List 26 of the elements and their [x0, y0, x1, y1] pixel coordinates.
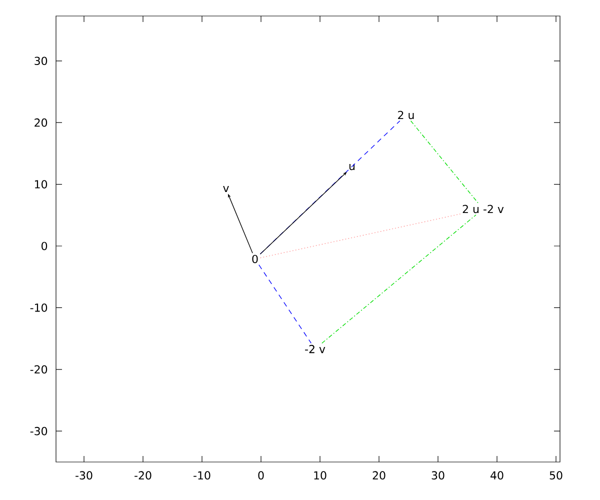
connector-line: [322, 214, 476, 344]
point-label: u: [349, 164, 354, 170]
tick-label: 0: [42, 242, 48, 250]
tick-label: 10: [314, 471, 326, 480]
point-label: v: [223, 186, 229, 192]
tick-label: -20: [134, 471, 152, 480]
tick-label: -30: [76, 471, 92, 480]
tick-label: -10: [194, 471, 210, 480]
tick-label: 30: [432, 471, 444, 480]
tick-label: 0: [258, 471, 264, 480]
connector-line: [258, 264, 312, 344]
tick-label: 20: [372, 471, 386, 480]
tick-label: 20: [34, 118, 48, 127]
tick-label: -20: [30, 365, 48, 374]
point-label: 2 u: [398, 110, 414, 120]
tick-label: -10: [30, 304, 48, 312]
tick-label: 40: [490, 471, 504, 480]
connector-line: [410, 120, 479, 204]
point-label: 2 u -2 v: [462, 204, 504, 214]
tick-label: -30: [30, 426, 48, 436]
tick-label: 30: [34, 56, 48, 66]
connector-line: [260, 214, 461, 258]
tick-label: 10: [35, 180, 48, 188]
point-label: 0: [252, 254, 258, 264]
point-label: -2 v: [305, 344, 326, 354]
tick-label: 50: [550, 471, 562, 480]
